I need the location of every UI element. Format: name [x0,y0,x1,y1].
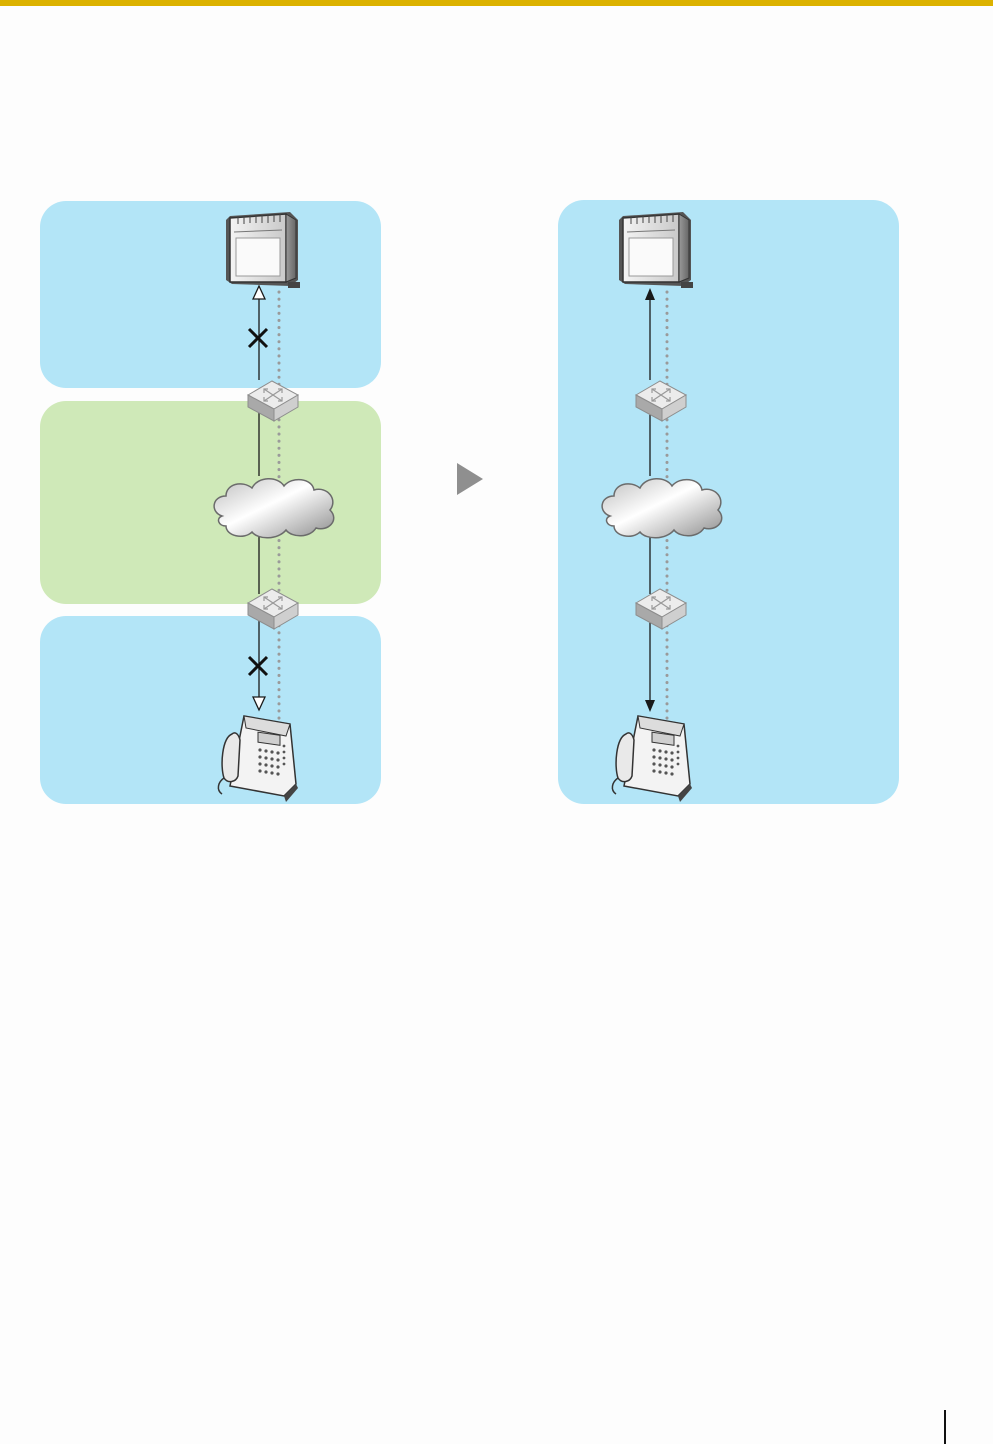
right-scenario [558,200,899,804]
pbx-server-icon [619,212,693,288]
zone-lan-upper [40,201,381,388]
pbx-server-icon [226,212,300,288]
footer-page-rule [944,1410,946,1444]
play-triangle-icon [457,463,483,495]
left-scenario [40,201,381,804]
zone-lan-lower [40,616,381,804]
